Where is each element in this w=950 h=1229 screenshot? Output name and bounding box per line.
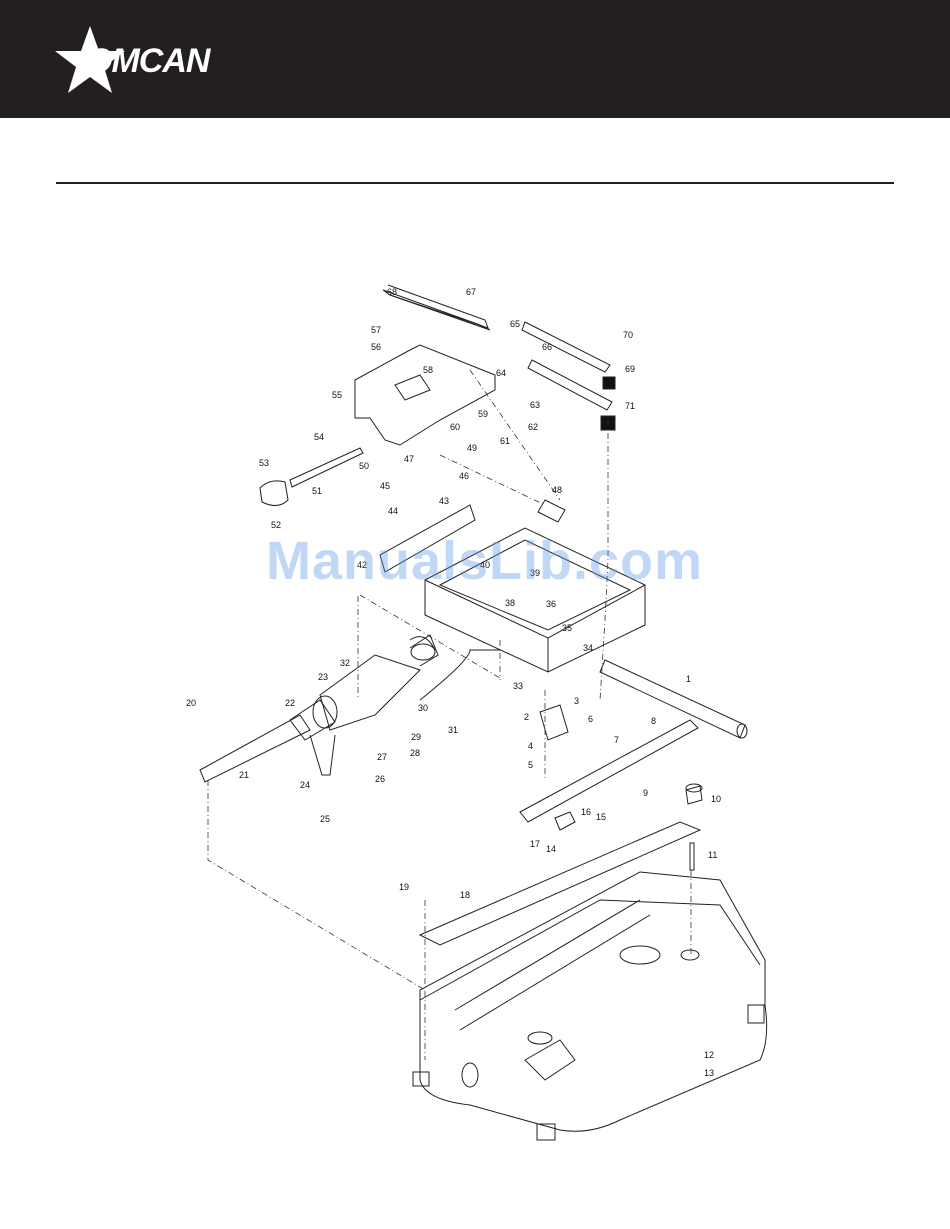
part-label: 4 — [528, 741, 533, 751]
part-label: 68 — [387, 287, 397, 297]
part-label: 35 — [562, 623, 572, 633]
part-label: 20 — [186, 698, 196, 708]
part-label: 69 — [625, 364, 635, 374]
part-label: 17 — [530, 839, 540, 849]
part-label: 59 — [478, 409, 488, 419]
part-label: 6 — [588, 714, 593, 724]
part-label: 34 — [583, 643, 593, 653]
part-label: 26 — [375, 774, 385, 784]
part-label: 28 — [410, 748, 420, 758]
part-label: 51 — [312, 486, 322, 496]
part-label: 12 — [704, 1050, 714, 1060]
part-label: 65 — [510, 319, 520, 329]
part-label: 47 — [404, 454, 414, 464]
part-label: 10 — [711, 794, 721, 804]
part-label: 22 — [285, 698, 295, 708]
part-label: 23 — [318, 672, 328, 682]
part-label: 49 — [467, 443, 477, 453]
part-label: 29 — [411, 732, 421, 742]
part-label: 58 — [423, 365, 433, 375]
part-label: 56 — [371, 342, 381, 352]
part-label: 16 — [581, 807, 591, 817]
part-label: 70 — [623, 330, 633, 340]
watermark: ManualsLib.com — [266, 530, 703, 592]
part-label: 60 — [450, 422, 460, 432]
part-label: 66 — [542, 342, 552, 352]
part-label: 24 — [300, 780, 310, 790]
part-label: 5 — [528, 760, 533, 770]
part-label: 3 — [574, 696, 579, 706]
part-label: 46 — [459, 471, 469, 481]
part-label: 13 — [704, 1068, 714, 1078]
part-label: 57 — [371, 325, 381, 335]
part-label: 53 — [259, 458, 269, 468]
part-label: 52 — [271, 520, 281, 530]
part-label: 8 — [651, 716, 656, 726]
part-label: 31 — [448, 725, 458, 735]
part-label: 11 — [708, 850, 717, 860]
part-label: 61 — [500, 436, 510, 446]
part-label: 43 — [439, 496, 449, 506]
part-label: 71 — [625, 401, 635, 411]
part-label: 44 — [388, 506, 398, 516]
part-label: 64 — [496, 368, 506, 378]
part-label: 19 — [399, 882, 409, 892]
part-label: 21 — [239, 770, 249, 780]
part-label: 45 — [380, 481, 390, 491]
part-label: 15 — [596, 812, 606, 822]
part-label: 30 — [418, 703, 428, 713]
part-label: 25 — [320, 814, 330, 824]
part-label: 14 — [546, 844, 556, 854]
part-label: 27 — [377, 752, 387, 762]
part-label: 18 — [460, 890, 470, 900]
part-label: 2 — [524, 712, 529, 722]
part-label: 67 — [466, 287, 476, 297]
part-label: 54 — [314, 432, 324, 442]
part-label: 1 — [686, 674, 691, 684]
part-label: 55 — [332, 390, 342, 400]
part-label: 63 — [530, 400, 540, 410]
part-label: 38 — [505, 598, 515, 608]
part-label: 9 — [643, 788, 648, 798]
part-label: 32 — [340, 658, 350, 668]
part-label: 48 — [552, 485, 562, 495]
part-label: 36 — [546, 599, 556, 609]
part-label: 7 — [614, 735, 619, 745]
part-label: 50 — [359, 461, 369, 471]
part-label: 33 — [513, 681, 523, 691]
part-label: 62 — [528, 422, 538, 432]
